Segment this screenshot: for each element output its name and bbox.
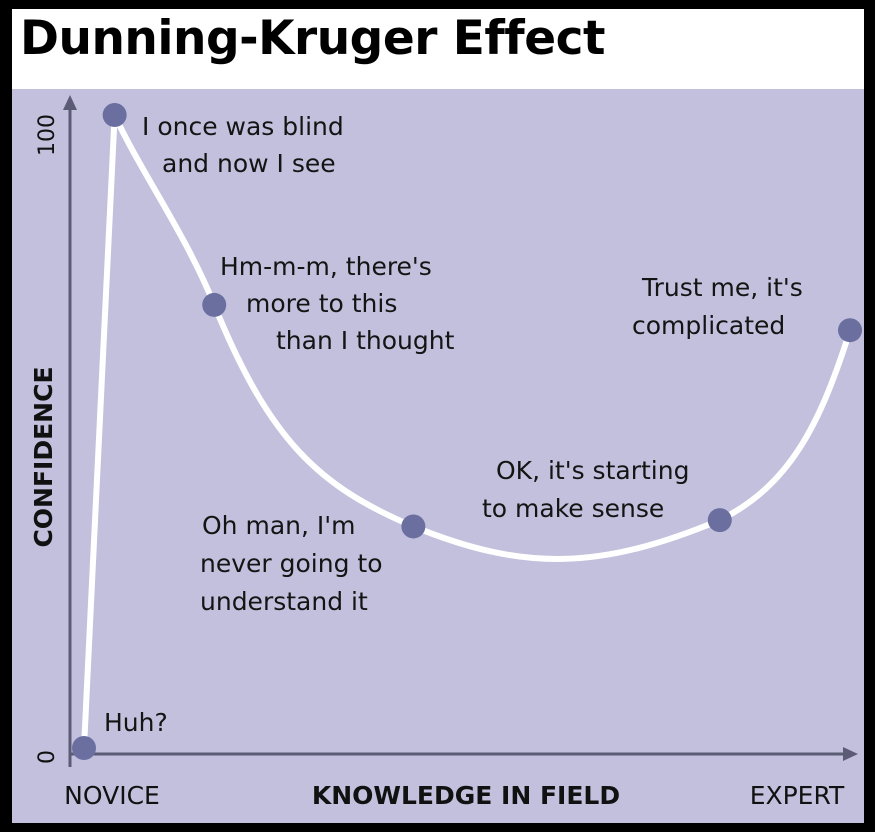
y-axis-arrow	[63, 95, 77, 110]
y-tick-label-100: 100	[35, 114, 60, 156]
chart-svg: 0 100 CONFIDENCE NOVICE KNOWLEDGE IN FIE…	[29, 95, 862, 810]
point-label-4-line-1: to make sense	[482, 494, 664, 523]
point-label-1-line-0: I once was blind	[142, 112, 344, 141]
chart-frame: Dunning-Kruger Effect 0 100 CONFIDENCE N…	[12, 9, 864, 823]
point-label-1-line-1: and now I see	[162, 149, 336, 178]
point-label-4: OK, it's starting to make sense	[482, 456, 697, 523]
x-axis-arrow	[843, 747, 858, 761]
point-label-1: I once was blind and now I see	[142, 112, 352, 178]
data-point-1	[102, 103, 127, 127]
data-points	[72, 103, 862, 760]
data-point-2	[202, 292, 227, 317]
point-label-5: Trust me, it's complicated	[632, 273, 811, 340]
point-label-0: Huh?	[104, 708, 168, 737]
point-label-2-line-1: more to this	[246, 289, 397, 318]
data-point-0	[72, 736, 96, 760]
point-label-2-line-2: than I thought	[276, 326, 455, 355]
confidence-curve	[81, 112, 853, 751]
y-axis-label: CONFIDENCE	[29, 366, 58, 547]
plot-area	[12, 89, 864, 823]
point-label-3-line-0: Oh man, I'm	[202, 511, 355, 540]
point-label-3-line-2: understand it	[200, 587, 368, 616]
point-label-3: Oh man, I'm never going to understand it	[200, 511, 390, 616]
point-label-5-line-0: Trust me, it's	[641, 273, 803, 302]
data-point-4	[707, 508, 732, 533]
point-label-2-line-0: Hm-m-m, there's	[220, 252, 432, 281]
data-point-3	[401, 514, 426, 539]
x-end-label: EXPERT	[750, 781, 845, 810]
point-label-0-line-0: Huh?	[104, 708, 168, 737]
y-tick-label-0: 0	[35, 750, 60, 764]
point-label-4-line-0: OK, it's starting	[496, 456, 689, 485]
x-start-label: NOVICE	[64, 781, 160, 810]
data-point-5	[838, 318, 862, 343]
point-label-5-line-1: complicated	[632, 311, 785, 340]
point-label-2: Hm-m-m, there's more to this than I thou…	[220, 252, 455, 355]
chart-title: Dunning-Kruger Effect	[20, 11, 605, 66]
point-label-3-line-1: never going to	[200, 549, 383, 578]
x-axis-label: KNOWLEDGE IN FIELD	[312, 781, 620, 810]
